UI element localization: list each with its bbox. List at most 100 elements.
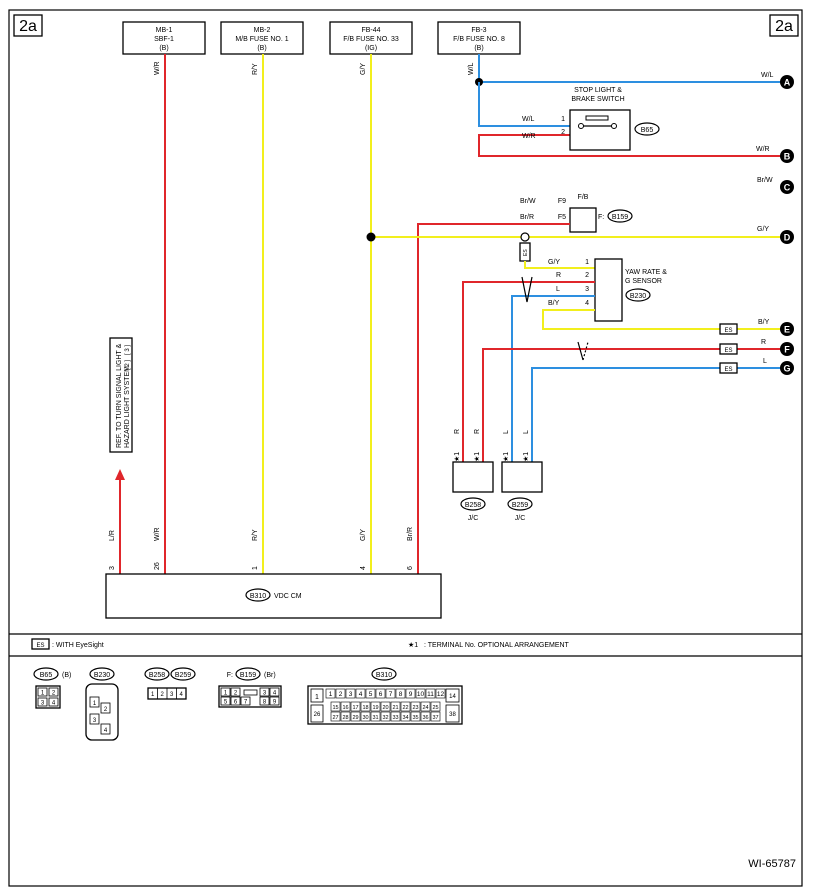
cv-b310-pin: 19 xyxy=(372,705,378,711)
cv-b65-pin: 1 xyxy=(41,691,45,697)
cv-b159-pin: 3 xyxy=(263,691,267,697)
fb-pin-f5: F5 xyxy=(558,214,566,221)
sensor-pin-3: 3 xyxy=(585,286,589,293)
connector-view-b258-b259: B258 B259 1 2 3 4 xyxy=(144,667,196,700)
source-type: (B) xyxy=(474,45,483,52)
cv-b310-pin-cell xyxy=(335,688,346,699)
cv-b310-pin-26: 26 xyxy=(314,712,321,718)
cv-b159-pin: 8 xyxy=(263,700,267,706)
cv-b310-pin: 30 xyxy=(362,715,368,721)
cv-b159-suffix: (Br) xyxy=(264,672,276,679)
cv-b310-pin: 36 xyxy=(422,715,428,721)
es-tag-f: ES xyxy=(724,348,732,354)
splice-point xyxy=(520,232,530,242)
ref-line2: HAZARD LIGHT SYSTEM xyxy=(124,366,131,448)
conn-b159: B159 xyxy=(612,214,628,221)
cv-b230-pin: 2 xyxy=(104,707,108,713)
label-r-jc1a: R xyxy=(454,429,461,434)
cv-b230-pin: 3 xyxy=(93,718,97,724)
cv-b310-pin-cell xyxy=(410,711,421,722)
cv-b310-pin-cell xyxy=(435,688,446,699)
label-l-g: L xyxy=(763,358,767,365)
source-name: F/B FUSE NO. 8 xyxy=(453,36,505,43)
label-r-f: R xyxy=(761,339,766,346)
cv-b310-pin-cell xyxy=(325,688,336,699)
source-type: (B) xyxy=(257,45,266,52)
cv-b310-pin-cell xyxy=(405,688,416,699)
cv-b259-label: B259 xyxy=(175,672,191,679)
label-wl-a: W/L xyxy=(761,72,774,79)
legend-star-text: : TERMINAL No. OPTIONAL ARRANGEMENT xyxy=(424,642,570,649)
label-lr-bottom: L/R xyxy=(109,530,116,541)
cv-b310-pin-cell xyxy=(380,701,391,712)
wire-gy-to-sensor xyxy=(524,261,595,269)
output-e-label: E xyxy=(784,325,790,335)
es-tag-f-box xyxy=(719,343,738,355)
cv-b65-pin: 2 xyxy=(52,691,56,697)
cv-b65-suffix: (B) xyxy=(62,672,71,679)
cv-b310-pin: 7 xyxy=(389,691,393,698)
label-gy-bottom: G/Y xyxy=(360,529,367,541)
cv-b310-pin-cell xyxy=(415,688,426,699)
cv-b258-pin: 4 xyxy=(180,692,184,698)
label-ry-top: R/Y xyxy=(252,63,259,75)
legend-es-tag: ES xyxy=(36,643,44,649)
cv-b310-pin: 35 xyxy=(412,715,418,721)
cv-b310-pin: 27 xyxy=(332,715,338,721)
label-by-pin4: B/Y xyxy=(548,300,560,307)
connector-view-b230: B230 1 2 3 4 xyxy=(85,667,119,741)
source-name: M/B FUSE NO. 1 xyxy=(235,36,288,43)
label-wr-b: W/R xyxy=(756,146,770,153)
label-ry-bottom: R/Y xyxy=(252,529,259,541)
diagram-frame xyxy=(8,9,803,887)
es-tag-vertical: ES xyxy=(523,249,529,256)
source-id: MB-2 xyxy=(254,27,271,34)
cv-b258-label: B258 xyxy=(149,672,165,679)
cv-b258-pin: 3 xyxy=(170,692,174,698)
cv-b310-pin-cell xyxy=(350,711,361,722)
cv-b310-pin: 29 xyxy=(352,715,358,721)
label-wr-switch: W/R xyxy=(522,133,536,140)
vdc-control-module: B310 VDC CM 3 26 1 4 6 xyxy=(105,562,442,619)
cv-b310-pin-cell xyxy=(330,701,341,712)
cv-b310-pin: 10 xyxy=(417,691,425,698)
cv-b310-pin-cell xyxy=(360,711,371,722)
page-label-right: 2a xyxy=(775,18,793,35)
cv-b310-pin-cell xyxy=(360,701,371,712)
star-mark-4: ★1 xyxy=(522,452,530,462)
label-gy-pin1: G/Y xyxy=(548,259,560,266)
source-type: (IG) xyxy=(365,45,377,52)
source-id: MB-1 xyxy=(156,27,173,34)
output-f-label: F xyxy=(784,345,790,355)
cv-b310-pin-cell xyxy=(340,711,351,722)
vdc-pin-4: 4 xyxy=(360,566,367,570)
output-c-label: C xyxy=(784,183,791,193)
output-b: B xyxy=(780,149,794,163)
cv-b310-pin-cell xyxy=(395,688,406,699)
cv-b159-pin: 5 xyxy=(224,700,228,706)
switch-pin-1: 1 xyxy=(561,116,565,123)
switch-name-line2: BRAKE SWITCH xyxy=(571,96,624,103)
output-g-label: G xyxy=(783,364,790,374)
cv-b310-pin-cell xyxy=(355,688,366,699)
output-d-label: D xyxy=(784,233,791,243)
wire-l-to-g xyxy=(531,367,724,462)
cv-b310-pin: 12 xyxy=(437,691,445,698)
wire-wr-to-b xyxy=(478,134,787,157)
wire-cross-mark xyxy=(577,341,584,361)
cv-b310-pin: 21 xyxy=(392,705,398,711)
es-tag-g-box xyxy=(719,362,738,374)
cv-b310-pin-cell xyxy=(375,688,386,699)
switch-name-line1: STOP LIGHT & xyxy=(574,87,622,94)
cv-b310-pin: 31 xyxy=(372,715,378,721)
cv-b310-pin-cell xyxy=(430,701,441,712)
label-wr-top: W/R xyxy=(154,61,161,75)
label-brr-bottom: Br/R xyxy=(407,527,414,541)
cv-b310-pin-cell xyxy=(420,711,431,722)
cv-b310-pin: 9 xyxy=(409,691,413,698)
cv-b310-pin-cell xyxy=(370,711,381,722)
cv-b310-pin: 8 xyxy=(399,691,403,698)
cv-b65-pin: 4 xyxy=(52,701,56,707)
cv-b310-pin-cell xyxy=(370,701,381,712)
